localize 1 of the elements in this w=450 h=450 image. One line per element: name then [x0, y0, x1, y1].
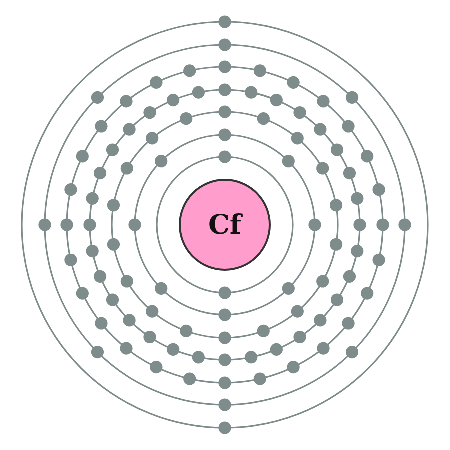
- element-symbol: Cf: [208, 212, 242, 238]
